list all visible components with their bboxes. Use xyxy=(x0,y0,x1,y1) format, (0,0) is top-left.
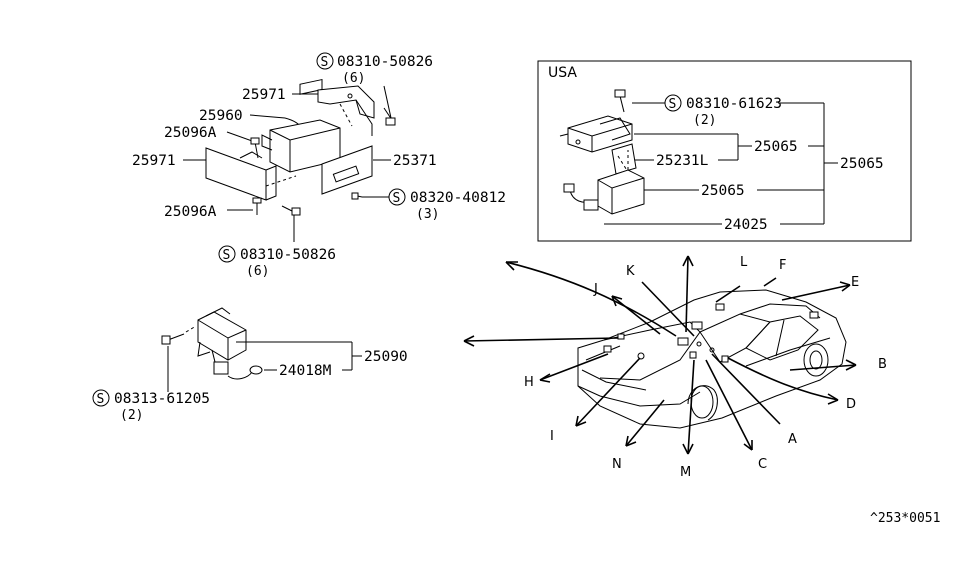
s-marker-usa: S xyxy=(664,94,682,112)
location-J: J xyxy=(593,282,598,297)
location-D: D xyxy=(846,397,856,412)
part-25065-upper: 25065 xyxy=(754,139,798,155)
part-25065-lower: 25065 xyxy=(701,183,745,199)
car-location-diagram: A B C D E F H I J K L M N xyxy=(463,255,887,480)
s-marker-top: S xyxy=(316,52,334,70)
bracket-left-drawing xyxy=(205,147,297,201)
location-I: I xyxy=(550,429,554,444)
part-25096A-bottom: 25096A xyxy=(164,204,217,220)
location-E: E xyxy=(851,275,859,290)
usa-title: USA xyxy=(548,65,577,81)
svg-text:S: S xyxy=(393,191,401,206)
s-marker-bottom: S xyxy=(218,245,236,263)
part-08313-61205: 08313-61205 xyxy=(114,391,210,407)
part-08310-50826-top: 08310-50826 xyxy=(337,54,433,70)
part-08310-61623: 08310-61623 xyxy=(686,96,782,112)
svg-text:S: S xyxy=(97,392,105,407)
usa-frame xyxy=(537,60,912,242)
qty-bottom: (6) xyxy=(246,264,269,279)
location-arrows xyxy=(463,255,857,455)
location-F: F xyxy=(779,258,786,273)
sensor-unit-drawing xyxy=(197,307,263,380)
part-25971-top: 25971 xyxy=(242,87,286,103)
part-25371: 25371 xyxy=(393,153,437,169)
location-K: K xyxy=(626,264,635,279)
qty-bottom-left: (2) xyxy=(120,408,143,423)
location-N: N xyxy=(612,457,622,472)
qty-top: (6) xyxy=(342,71,365,86)
qty-usa: (2) xyxy=(693,113,716,128)
bracket-top-drawing xyxy=(317,85,375,136)
bracket-right-drawing xyxy=(321,145,373,195)
s-marker-right: S xyxy=(388,188,406,206)
location-C: C xyxy=(758,457,767,472)
location-L: L xyxy=(740,255,748,270)
part-25971-left: 25971 xyxy=(132,153,176,169)
usa-unit-upper-drawing xyxy=(559,115,633,153)
qty-right: (3) xyxy=(416,207,439,222)
part-25231L: 25231L xyxy=(656,153,709,169)
screw-icon xyxy=(161,325,197,345)
location-H: H xyxy=(524,375,534,390)
usa-bracket-drawing xyxy=(611,143,637,175)
svg-text:S: S xyxy=(321,55,329,70)
s-marker-bottom-left: S xyxy=(92,389,110,407)
svg-text:S: S xyxy=(223,248,231,263)
part-25096A-top: 25096A xyxy=(164,125,217,141)
part-08320-40812: 08320-40812 xyxy=(410,190,506,206)
part-25090: 25090 xyxy=(364,349,408,365)
location-M: M xyxy=(680,465,691,480)
part-25960: 25960 xyxy=(199,108,243,124)
location-B: B xyxy=(878,357,887,372)
usa-unit-lower-drawing xyxy=(563,150,645,215)
control-unit-drawing xyxy=(261,78,341,173)
svg-text:S: S xyxy=(669,97,677,112)
footer-code: ^253*0051 xyxy=(870,511,940,526)
usa-box: USA S 08310-61623 (2) 25231L 25065 25065… xyxy=(537,60,912,242)
top-left-assembly: S 08310-50826 (6) 25971 25960 25096A 259… xyxy=(132,52,506,279)
part-24025: 24025 xyxy=(724,217,768,233)
part-24018M: 24018M xyxy=(279,363,332,379)
bolt-icons xyxy=(250,107,396,216)
part-25065-assembly: 25065 xyxy=(840,156,884,172)
usa-bolt xyxy=(614,89,626,113)
car-drawing xyxy=(577,289,847,429)
part-08310-50826-bottom: 08310-50826 xyxy=(240,247,336,263)
bottom-left-assembly: 24018M 25090 S 08313-61205 (2) xyxy=(92,307,408,423)
location-A: A xyxy=(788,432,797,447)
